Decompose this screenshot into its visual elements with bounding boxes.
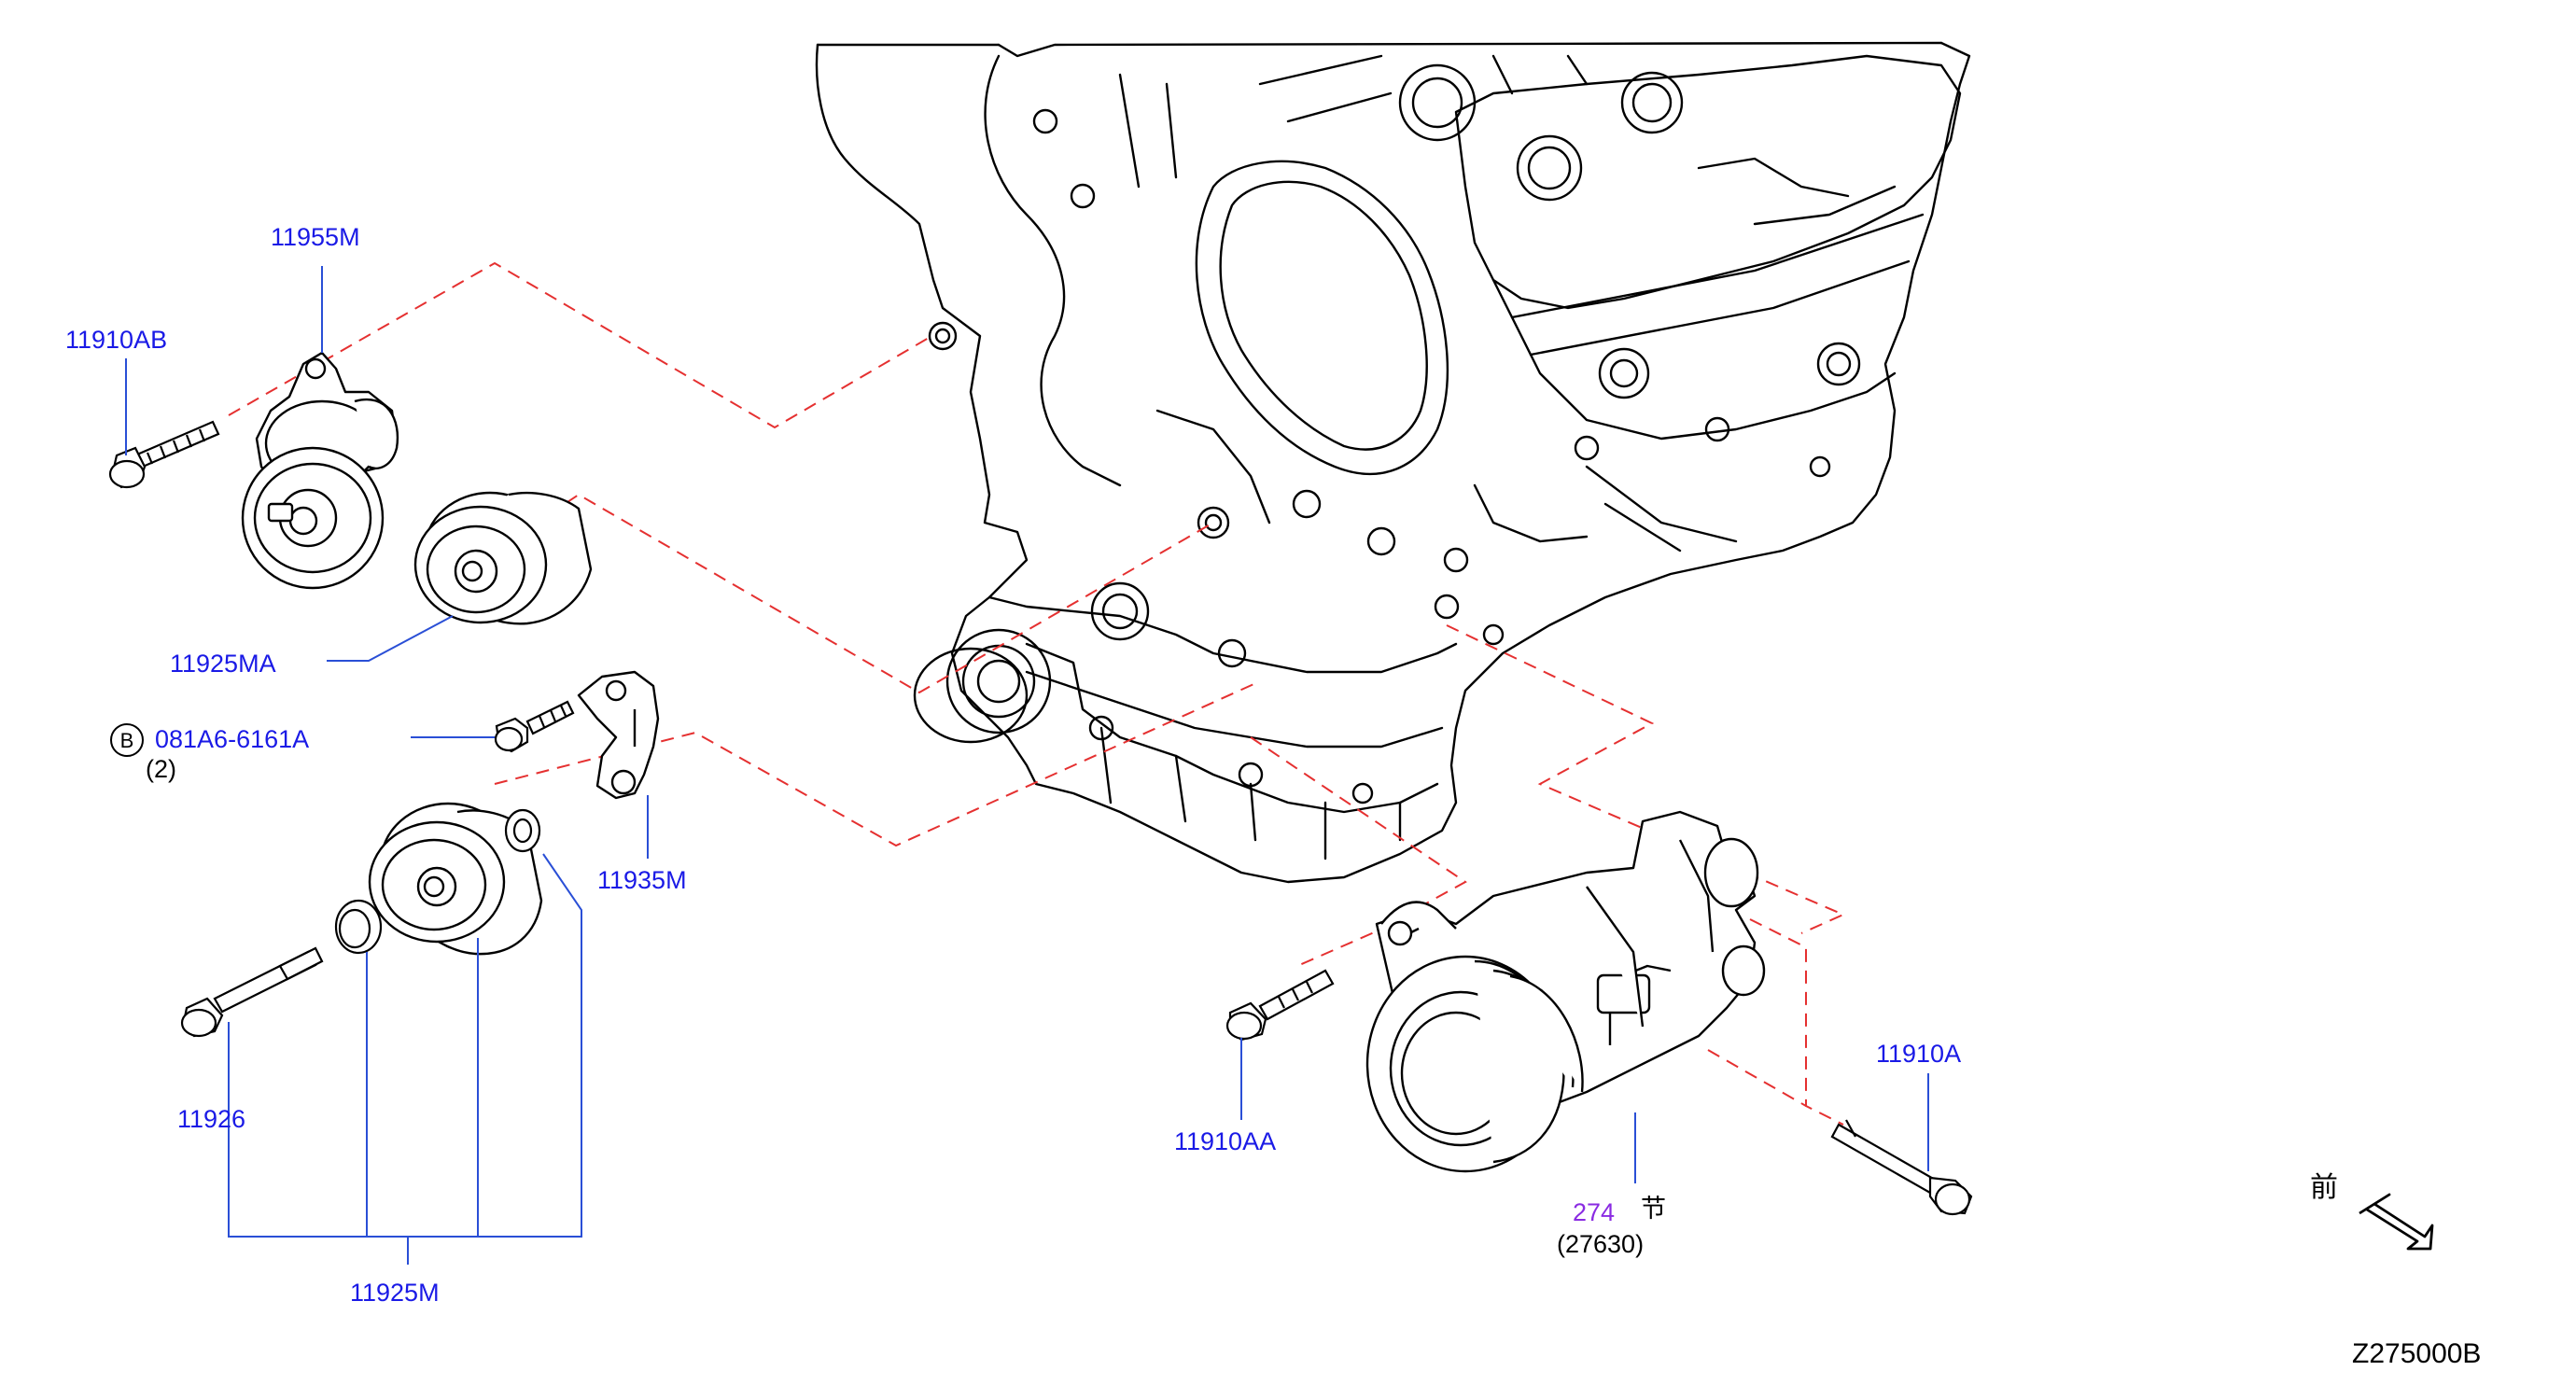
label-bolt-qty: (2) — [146, 755, 176, 783]
page-symbol: 节 — [1641, 1195, 1666, 1223]
compressor-bolt-right[interactable] — [1830, 1119, 1973, 1216]
idler-bolt[interactable] — [180, 946, 324, 1038]
idler-bracket[interactable] — [577, 670, 660, 800]
idler-washer[interactable] — [504, 808, 541, 853]
label-11910A[interactable]: 11910A — [1876, 1040, 1962, 1068]
label-11935M[interactable]: 11935M — [597, 866, 687, 894]
diagram-code: Z275000B — [2352, 1338, 2482, 1369]
label-27630: (27630) — [1557, 1230, 1645, 1258]
leader-lines — [125, 266, 1929, 1265]
idler-pulley-upper[interactable] — [413, 491, 593, 625]
label-11925M[interactable]: 11925M — [350, 1279, 440, 1307]
bolt-group-b-badge: B — [110, 723, 144, 757]
label-11955M[interactable]: 11955M — [271, 223, 360, 251]
label-081A6-6161A[interactable]: 081A6-6161A — [155, 725, 310, 753]
label-11926[interactable]: 11926 — [177, 1105, 246, 1133]
engine-block — [815, 41, 1971, 884]
front-symbol: 前 — [2310, 1172, 2338, 1203]
label-11925MA[interactable]: 11925MA — [170, 650, 276, 678]
label-11910AB[interactable]: 11910AB — [65, 326, 168, 354]
label-11910AA[interactable]: 11910AA — [1174, 1127, 1277, 1155]
idler-pulley-lower[interactable] — [368, 802, 543, 956]
bracket-bolt[interactable] — [494, 700, 575, 753]
front-arrow-icon — [2359, 1193, 2434, 1251]
idler-spacer[interactable] — [334, 899, 383, 955]
tensioner-bolt[interactable] — [108, 420, 220, 489]
label-compressor-ref[interactable]: 274 — [1573, 1198, 1616, 1226]
ac-compressor[interactable] — [1365, 810, 1766, 1173]
tensioner-assembly[interactable] — [241, 351, 399, 590]
compressor-bolt-left[interactable] — [1225, 969, 1335, 1042]
